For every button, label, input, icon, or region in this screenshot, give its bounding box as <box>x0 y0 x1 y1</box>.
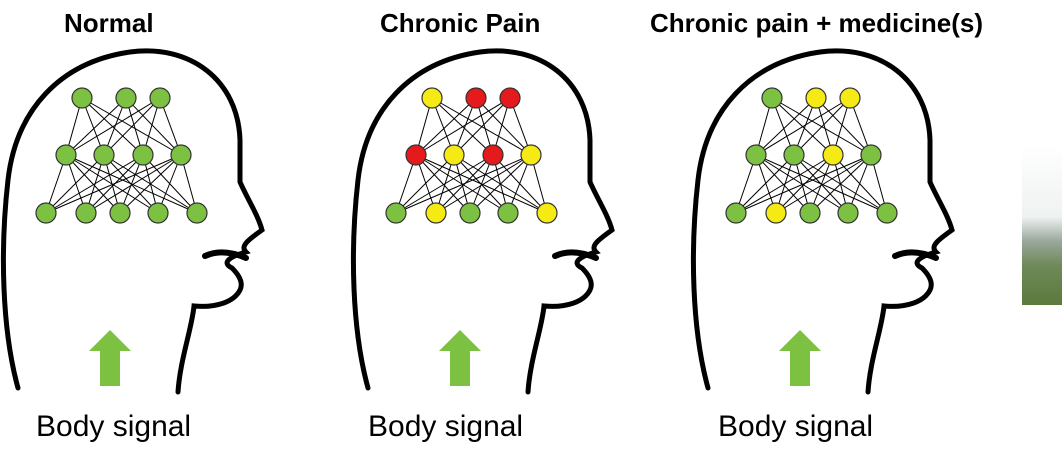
network-node-green <box>726 203 746 223</box>
network-node-green <box>800 203 820 223</box>
network-node-green <box>148 203 168 223</box>
network-node-yellow <box>766 203 786 223</box>
network-node-yellow <box>422 88 442 108</box>
mouth-line <box>555 252 596 258</box>
panel-caption: Body signal <box>718 410 873 444</box>
body-signal-arrow-icon <box>779 330 821 386</box>
panel-chronic-pain: Chronic Pain Body signal <box>350 0 680 450</box>
network-node-green <box>460 203 480 223</box>
network-node-yellow <box>537 203 557 223</box>
network-node-green <box>386 203 406 223</box>
network-node-green <box>838 203 858 223</box>
mouth-line <box>205 252 246 258</box>
network-node-yellow <box>521 145 541 165</box>
mouth-line <box>895 252 936 258</box>
network-node-green <box>784 145 804 165</box>
network-node-green <box>762 88 782 108</box>
network-node-yellow <box>840 88 860 108</box>
network-node-green <box>110 203 130 223</box>
panel-normal: Normal Body signal <box>0 0 330 450</box>
network-node-green <box>746 145 766 165</box>
network-node-red <box>483 145 503 165</box>
network-node-green <box>116 88 136 108</box>
network-node-green <box>498 203 518 223</box>
network-node-green <box>861 145 881 165</box>
network-node-yellow <box>823 145 843 165</box>
network-node-green <box>56 145 76 165</box>
network-node-green <box>94 145 114 165</box>
panel-caption: Body signal <box>368 410 523 444</box>
network-node-green <box>877 203 897 223</box>
network-node-green <box>36 203 56 223</box>
network-node-red <box>466 88 486 108</box>
network-node-yellow <box>444 145 464 165</box>
network-node-yellow <box>806 88 826 108</box>
network-node-green <box>133 145 153 165</box>
panel-caption: Body signal <box>36 410 191 444</box>
network-node-red <box>500 88 520 108</box>
head-diagram-normal <box>0 0 330 450</box>
network-node-green <box>187 203 207 223</box>
landscape-photo <box>1022 145 1062 305</box>
network-node-green <box>150 88 170 108</box>
panel-chronic-pain-medicine: Chronic pain + medicine(s) Body signal <box>690 0 1020 450</box>
network-node-green <box>171 145 191 165</box>
network-node-green <box>72 88 92 108</box>
head-diagram-chronic-pain-medicine <box>690 0 1020 450</box>
network-node-red <box>406 145 426 165</box>
head-diagram-chronic-pain <box>350 0 680 450</box>
body-signal-arrow-icon <box>89 330 131 386</box>
network-node-green <box>76 203 96 223</box>
body-signal-arrow-icon <box>439 330 481 386</box>
network-node-yellow <box>426 203 446 223</box>
